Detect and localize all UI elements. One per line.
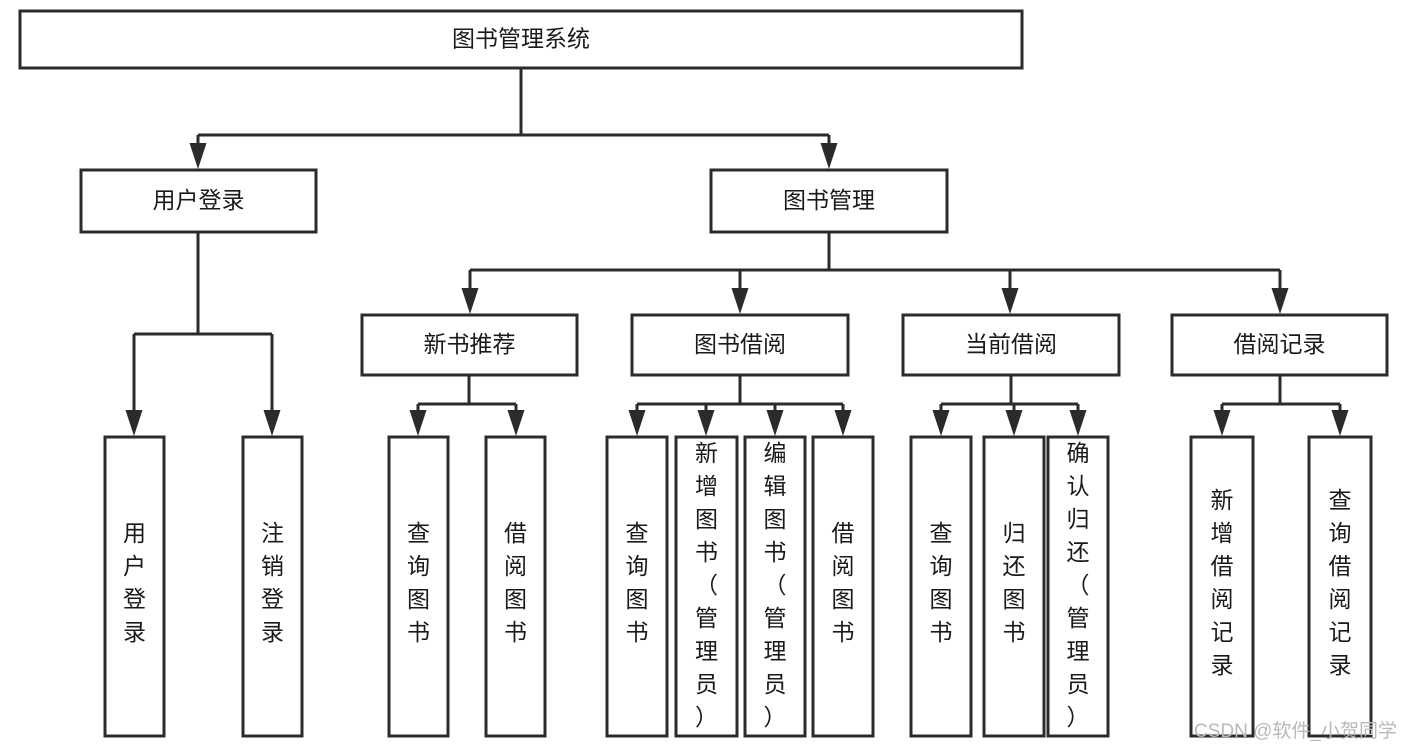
connector-book-manage: [461, 232, 1289, 314]
node-label-leaf-borrow-book-rec: 借阅图书: [504, 520, 527, 645]
node-label-leaf-edit-book-admin: 编辑图书（管理员）: [764, 440, 787, 730]
node-label-book-manage: 图书管理: [783, 187, 875, 213]
node-label-leaf-query-book-borrow: 查询图书: [626, 520, 649, 645]
node-label-leaf-query-book-current: 查询图书: [930, 520, 953, 645]
node-book-manage[interactable]: 图书管理: [709, 168, 949, 234]
node-leaf-add-book-admin[interactable]: 新增图书（管理员）: [674, 435, 739, 738]
node-label-new-book-rec: 新书推荐: [424, 331, 516, 357]
node-leaf-return-book[interactable]: 归还图书: [982, 435, 1046, 738]
node-book-borrow[interactable]: 图书借阅: [630, 313, 850, 377]
node-label-book-borrow: 图书借阅: [694, 331, 786, 357]
node-label-leaf-return-book: 归还图书: [1003, 520, 1026, 645]
connector-user-login: [125, 232, 281, 436]
node-label-leaf-borrow-book: 借阅图书: [832, 520, 855, 645]
node-label-leaf-user-login: 用户登录: [123, 520, 146, 645]
node-label-borrow-record: 借阅记录: [1234, 331, 1326, 357]
connector-book-borrow: [628, 375, 852, 436]
node-root[interactable]: 图书管理系统: [18, 9, 1024, 70]
node-label-user-login: 用户登录: [153, 187, 245, 213]
connector-root: [189, 68, 838, 169]
node-user-login[interactable]: 用户登录: [79, 168, 318, 234]
node-label-leaf-confirm-return-admin: 确认归还（管理员）: [1067, 440, 1090, 730]
node-leaf-query-book-current[interactable]: 查询图书: [909, 435, 973, 738]
node-leaf-borrow-book[interactable]: 借阅图书: [811, 435, 875, 738]
node-leaf-edit-book-admin[interactable]: 编辑图书（管理员）: [743, 435, 807, 738]
node-leaf-add-borrow-record[interactable]: 新增借阅记录: [1189, 435, 1255, 738]
node-current-borrow[interactable]: 当前借阅: [901, 313, 1121, 377]
node-label-root: 图书管理系统: [452, 26, 590, 52]
node-leaf-query-book-rec[interactable]: 查询图书: [387, 435, 450, 738]
node-leaf-query-borrow-record[interactable]: 查询借阅记录: [1307, 435, 1373, 738]
connector-new-book-rec: [409, 375, 525, 436]
node-leaf-user-login[interactable]: 用户登录: [103, 435, 166, 738]
node-new-book-rec[interactable]: 新书推荐: [360, 313, 579, 377]
connectors-layer: [125, 68, 1349, 436]
node-leaf-borrow-book-rec[interactable]: 借阅图书: [484, 435, 547, 738]
node-leaf-confirm-return-admin[interactable]: 确认归还（管理员）: [1046, 435, 1110, 738]
nodes-layer: 图书管理系统用户登录图书管理新书推荐图书借阅当前借阅借阅记录用户登录注销登录查询…: [18, 9, 1389, 738]
node-label-leaf-add-book-admin: 新增图书（管理员）: [695, 440, 718, 730]
node-label-current-borrow: 当前借阅: [965, 331, 1057, 357]
node-borrow-record[interactable]: 借阅记录: [1170, 313, 1389, 377]
node-label-leaf-user-logout: 注销登录: [261, 520, 284, 645]
connector-current-borrow: [932, 375, 1087, 436]
node-label-leaf-add-borrow-record: 新增借阅记录: [1211, 487, 1234, 678]
node-label-leaf-query-borrow-record: 查询借阅记录: [1329, 487, 1352, 678]
node-label-leaf-query-book-rec: 查询图书: [407, 520, 430, 645]
node-leaf-user-logout[interactable]: 注销登录: [241, 435, 304, 738]
connector-borrow-record: [1213, 375, 1349, 436]
node-leaf-query-book-borrow[interactable]: 查询图书: [605, 435, 669, 738]
